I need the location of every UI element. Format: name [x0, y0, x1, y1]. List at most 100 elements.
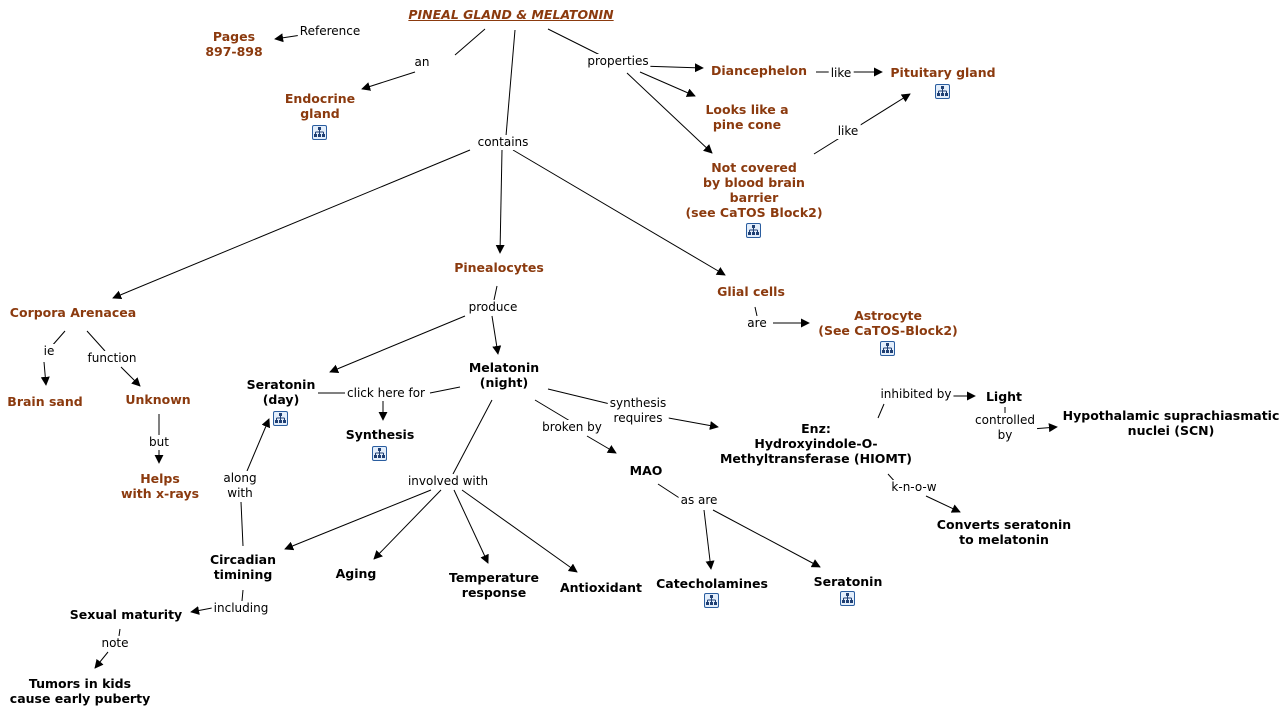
- connector-arrow: [373, 489, 442, 560]
- link-know: k-n-o-w: [889, 480, 939, 495]
- link-contains: contains: [475, 135, 531, 150]
- link-like-notcovered: like: [835, 124, 861, 139]
- connector-line: [454, 28, 486, 56]
- concept-synthesis[interactable]: Synthesis: [345, 427, 415, 442]
- connector-line: [240, 501, 244, 547]
- submap-icon-notcovered[interactable]: [746, 223, 761, 238]
- connector-arrow: [813, 93, 911, 155]
- submap-icon-endocrine[interactable]: [312, 125, 327, 140]
- connector-arrow: [40, 361, 50, 386]
- connector-line: [493, 285, 498, 301]
- hierarchy-icon: [706, 595, 717, 605]
- submap-icon-synthesis[interactable]: [372, 446, 387, 461]
- hierarchy-icon: [882, 343, 893, 353]
- connector-arrow: [246, 418, 270, 472]
- connector-line: [505, 29, 516, 137]
- submap-icon-astrocyte[interactable]: [880, 341, 895, 356]
- concept-mao: MAO: [629, 463, 663, 478]
- concept-glial-cells: Glial cells: [717, 284, 785, 299]
- connector-arrow: [94, 651, 109, 669]
- submap-icon-seratonin-day[interactable]: [273, 411, 288, 426]
- concept-pinealocytes: Pinealocytes: [454, 260, 544, 275]
- link-produce: produce: [466, 300, 520, 315]
- connector-line: [754, 306, 758, 317]
- connector-arrow: [626, 72, 713, 154]
- link-like-diancephelon: like: [828, 66, 854, 81]
- connector-arrow: [491, 315, 502, 355]
- connector-line: [547, 28, 601, 56]
- link-function: function: [85, 351, 139, 366]
- link-are: are: [745, 316, 769, 331]
- hierarchy-icon: [275, 413, 286, 423]
- link-reference: Reference: [297, 24, 363, 39]
- connector-line: [452, 399, 493, 475]
- hierarchy-icon: [937, 86, 948, 96]
- hierarchy-icon: [374, 448, 385, 458]
- concept-seratonin[interactable]: Seratonin: [813, 574, 883, 589]
- connector-arrow: [361, 71, 416, 91]
- concept-catecholamines[interactable]: Catecholamines: [656, 576, 768, 591]
- concept-antioxidant: Antioxidant: [559, 580, 643, 595]
- connector-arrow: [120, 366, 141, 387]
- connector-arrow: [512, 149, 726, 276]
- link-involved-with: involved with: [405, 474, 491, 489]
- connector-arrow: [586, 435, 617, 454]
- link-inhibited-by: inhibited by: [878, 387, 954, 402]
- concept-pituitary-gland[interactable]: Pituitary gland: [890, 65, 996, 80]
- connector-arrow: [925, 495, 961, 513]
- concept-melatonin: Melatonin(night): [468, 360, 540, 390]
- connector-arrow: [639, 71, 696, 97]
- concept-sexual-maturity: Sexual maturity: [69, 607, 183, 622]
- hierarchy-icon: [842, 593, 853, 603]
- submap-icon-catecholamines[interactable]: [704, 593, 719, 608]
- connector-line: [877, 403, 885, 419]
- link-an: an: [412, 55, 432, 70]
- connector-arrow: [495, 149, 505, 254]
- connector-arrow: [461, 489, 578, 573]
- hierarchy-icon: [314, 127, 325, 137]
- link-ie: ie: [41, 344, 57, 359]
- connector-arrow: [703, 509, 715, 570]
- concept-seratonin-day[interactable]: Seratonin(day): [246, 377, 316, 407]
- link-including: including: [211, 601, 271, 616]
- hierarchy-icon: [748, 225, 759, 235]
- connector-line: [534, 399, 571, 422]
- concept-unknown: Unknown: [125, 392, 191, 407]
- connector-line: [547, 388, 611, 405]
- connector-arrow: [712, 509, 821, 568]
- concept-corpora-arenacea: Corpora Arenacea: [9, 305, 137, 320]
- concept-light: Light: [985, 389, 1023, 404]
- link-broken-by: broken by: [540, 420, 604, 435]
- connector-arrow: [190, 606, 213, 615]
- link-click-here-for: click here for: [345, 386, 427, 401]
- connector-arrow: [453, 489, 489, 564]
- connector-arrow: [112, 149, 471, 300]
- submap-icon-seratonin[interactable]: [840, 591, 855, 606]
- map-title: PINEAL GLAND & MELATONIN: [408, 7, 614, 22]
- connector-line: [86, 330, 106, 352]
- link-properties: properties: [585, 54, 651, 69]
- concept-aging: Aging: [335, 566, 377, 581]
- connector-line: [241, 589, 244, 602]
- link-but: but: [147, 435, 171, 450]
- link-as-are: as are: [678, 493, 720, 508]
- connector-arrow: [329, 315, 466, 374]
- concept-astrocyte[interactable]: Astrocyte(See CaTOS-Block2): [818, 308, 958, 338]
- submap-icon-pituitary[interactable]: [935, 84, 950, 99]
- connector-line: [429, 386, 461, 394]
- connector-arrow: [662, 416, 719, 430]
